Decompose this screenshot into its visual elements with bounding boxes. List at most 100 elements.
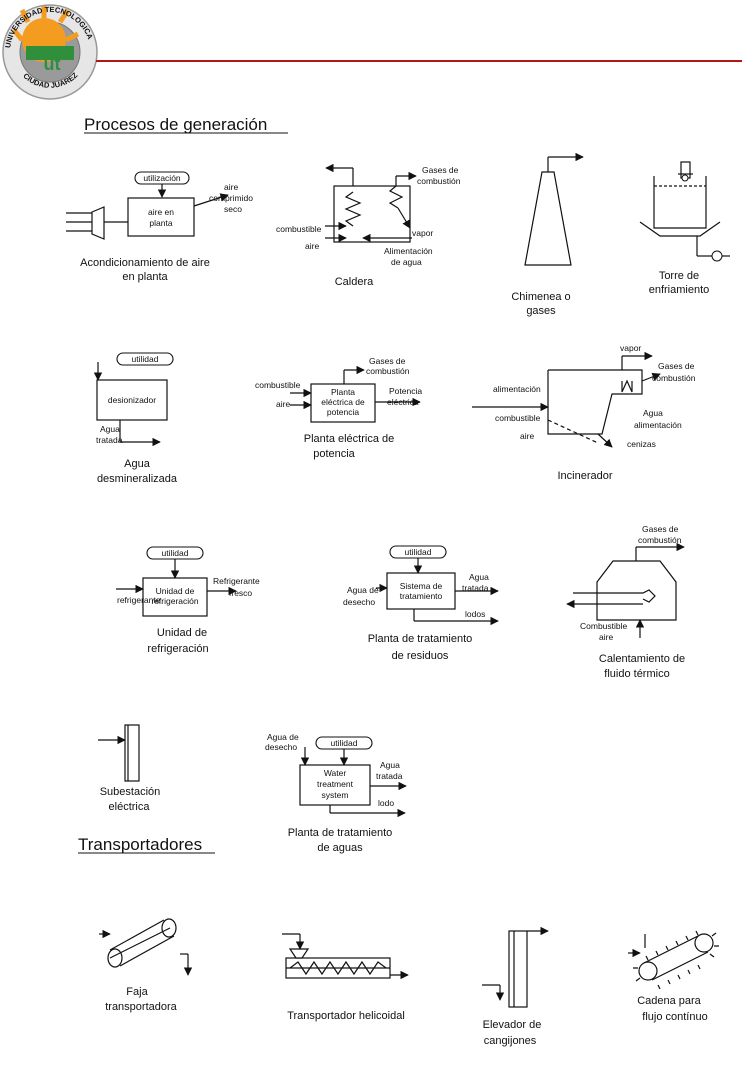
svg-text:aire: aire bbox=[305, 241, 319, 251]
svg-text:Alimentación: Alimentación bbox=[384, 246, 433, 256]
svg-text:desmineralizada: desmineralizada bbox=[97, 473, 178, 485]
waste-treatment-symbol: utilidad Sistema de tratamiento Agua de … bbox=[343, 545, 499, 662]
svg-text:desecho: desecho bbox=[343, 597, 375, 607]
svg-text:aire: aire bbox=[276, 399, 290, 409]
svg-text:aire: aire bbox=[599, 632, 613, 642]
svg-text:utilidad: utilidad bbox=[132, 354, 159, 364]
svg-text:combustión: combustión bbox=[366, 366, 410, 376]
svg-text:system: system bbox=[322, 790, 349, 800]
svg-text:tratada: tratada bbox=[462, 583, 489, 593]
svg-text:desecho: desecho bbox=[265, 742, 297, 752]
svg-text:aire: aire bbox=[520, 431, 534, 441]
svg-text:Agua de: Agua de bbox=[267, 732, 299, 742]
svg-text:tratada: tratada bbox=[96, 435, 123, 445]
water-treatment-symbol: utilidad Water treatment system Agua de … bbox=[265, 732, 407, 854]
svg-text:en planta: en planta bbox=[122, 271, 168, 283]
svg-text:Agua: Agua bbox=[380, 760, 400, 770]
svg-text:Gases de: Gases de bbox=[422, 165, 459, 175]
bucket-elevator-symbol: Elevador de cangijones bbox=[482, 926, 549, 1047]
svg-text:Transportador helicoidal: Transportador helicoidal bbox=[287, 1010, 405, 1022]
svg-text:cangijones: cangijones bbox=[484, 1035, 537, 1047]
svg-text:combustión: combustión bbox=[417, 176, 461, 186]
svg-text:Chimenea o: Chimenea o bbox=[511, 291, 570, 303]
svg-text:refrigerante: refrigerante bbox=[117, 595, 161, 605]
svg-text:alimentación: alimentación bbox=[634, 420, 682, 430]
heading-transport: Transportadores bbox=[78, 835, 202, 854]
svg-text:fluido térmico: fluido térmico bbox=[604, 668, 669, 680]
svg-text:Planta de tratamiento: Planta de tratamiento bbox=[288, 827, 393, 839]
svg-text:Agua: Agua bbox=[100, 424, 120, 434]
svg-text:eléctrica: eléctrica bbox=[109, 801, 151, 813]
svg-text:Gases de: Gases de bbox=[369, 356, 406, 366]
svg-text:de residuos: de residuos bbox=[392, 650, 449, 662]
svg-text:refrigeración: refrigeración bbox=[151, 596, 199, 606]
svg-text:treatment: treatment bbox=[317, 779, 354, 789]
screw-conveyor-symbol: Transportador helicoidal bbox=[282, 933, 409, 1022]
cooling-tower-symbol: Torre de enfriamiento bbox=[639, 161, 730, 296]
svg-text:vapor: vapor bbox=[620, 343, 641, 353]
svg-text:utilidad: utilidad bbox=[331, 738, 358, 748]
svg-text:planta: planta bbox=[149, 218, 172, 228]
svg-text:eléctrica de: eléctrica de bbox=[321, 397, 365, 407]
substation-symbol: Subestación eléctrica bbox=[98, 724, 161, 813]
svg-text:Refrigerante: Refrigerante bbox=[213, 576, 260, 586]
svg-text:Agua: Agua bbox=[124, 458, 151, 470]
svg-text:desionizador: desionizador bbox=[108, 395, 156, 405]
svg-text:vapor: vapor bbox=[412, 228, 433, 238]
svg-text:de agua: de agua bbox=[391, 257, 422, 267]
svg-text:Torre de: Torre de bbox=[659, 270, 699, 282]
svg-text:utilización: utilización bbox=[143, 173, 181, 183]
svg-text:Planta: Planta bbox=[331, 387, 355, 397]
belt-conveyor-symbol: Faja transportadora bbox=[99, 918, 193, 1013]
svg-text:Sistema de: Sistema de bbox=[400, 581, 443, 591]
deionizer-symbol: utilidad desionizador Agua tratada Agua … bbox=[93, 352, 178, 485]
svg-text:combustión: combustión bbox=[652, 373, 696, 383]
svg-text:potencia: potencia bbox=[313, 448, 355, 460]
svg-text:enfriamiento: enfriamiento bbox=[649, 284, 710, 296]
refrigeration-symbol: utilidad Unidad de refrigeración refrige… bbox=[116, 546, 260, 655]
svg-text:lodos: lodos bbox=[465, 609, 485, 619]
air-conditioning-symbol: utilización aire en planta aire comprimi… bbox=[66, 171, 253, 283]
svg-text:eléctrica: eléctrica bbox=[387, 397, 419, 407]
svg-text:Gases de: Gases de bbox=[642, 524, 679, 534]
thermal-fluid-heater-symbol: Gases de combustión Combustible aire Cal… bbox=[566, 524, 685, 680]
svg-text:Caldera: Caldera bbox=[335, 276, 374, 288]
svg-text:Subestación: Subestación bbox=[100, 786, 161, 798]
svg-text:Incinerador: Incinerador bbox=[557, 470, 612, 482]
svg-text:tratada: tratada bbox=[376, 771, 403, 781]
svg-text:Faja: Faja bbox=[126, 986, 148, 998]
svg-text:tratamiento: tratamiento bbox=[400, 591, 443, 601]
svg-text:utilidad: utilidad bbox=[162, 548, 189, 558]
svg-text:aire: aire bbox=[224, 182, 238, 192]
svg-text:flujo contínuo: flujo contínuo bbox=[642, 1011, 707, 1023]
svg-text:Agua: Agua bbox=[469, 572, 489, 582]
svg-text:potencia: potencia bbox=[327, 407, 359, 417]
boiler-symbol: Gases de combustión combustible aire vap… bbox=[276, 163, 461, 288]
svg-text:Gases de: Gases de bbox=[658, 361, 695, 371]
svg-text:Calentamiento de: Calentamiento de bbox=[599, 653, 685, 665]
svg-text:fresco: fresco bbox=[229, 588, 252, 598]
svg-text:cenizas: cenizas bbox=[627, 439, 656, 449]
svg-text:Planta de tratamiento: Planta de tratamiento bbox=[368, 633, 473, 645]
svg-text:gases: gases bbox=[526, 305, 556, 317]
university-logo: ut UNIVERSIDAD TECNOLOGICA CIUDAD JUAREZ bbox=[2, 4, 98, 100]
logo-mark: ut bbox=[44, 54, 61, 74]
heading-generation: Procesos de generación bbox=[84, 115, 267, 134]
svg-text:utilidad: utilidad bbox=[405, 547, 432, 557]
svg-text:alimentación: alimentación bbox=[493, 384, 541, 394]
incinerator-symbol: vapor Gases de combustión alimentación c… bbox=[472, 343, 696, 482]
chain-conveyor-symbol: Cadena para flujo contínuo bbox=[628, 930, 719, 1023]
svg-text:combustible: combustible bbox=[495, 413, 541, 423]
svg-text:Unidad de: Unidad de bbox=[156, 586, 195, 596]
svg-text:combustión: combustión bbox=[638, 535, 682, 545]
svg-text:de aguas: de aguas bbox=[317, 842, 363, 854]
svg-text:Agua: Agua bbox=[643, 408, 663, 418]
svg-text:refrigeración: refrigeración bbox=[147, 643, 208, 655]
power-plant-symbol: Planta eléctrica de potencia Gases de co… bbox=[255, 356, 422, 460]
svg-text:comprimido: comprimido bbox=[209, 193, 253, 203]
svg-text:Planta eléctrica de: Planta eléctrica de bbox=[304, 433, 395, 445]
svg-text:Acondicionamiento de aire: Acondicionamiento de aire bbox=[80, 257, 210, 269]
svg-text:combustible: combustible bbox=[276, 224, 322, 234]
svg-text:Combustible: Combustible bbox=[580, 621, 628, 631]
